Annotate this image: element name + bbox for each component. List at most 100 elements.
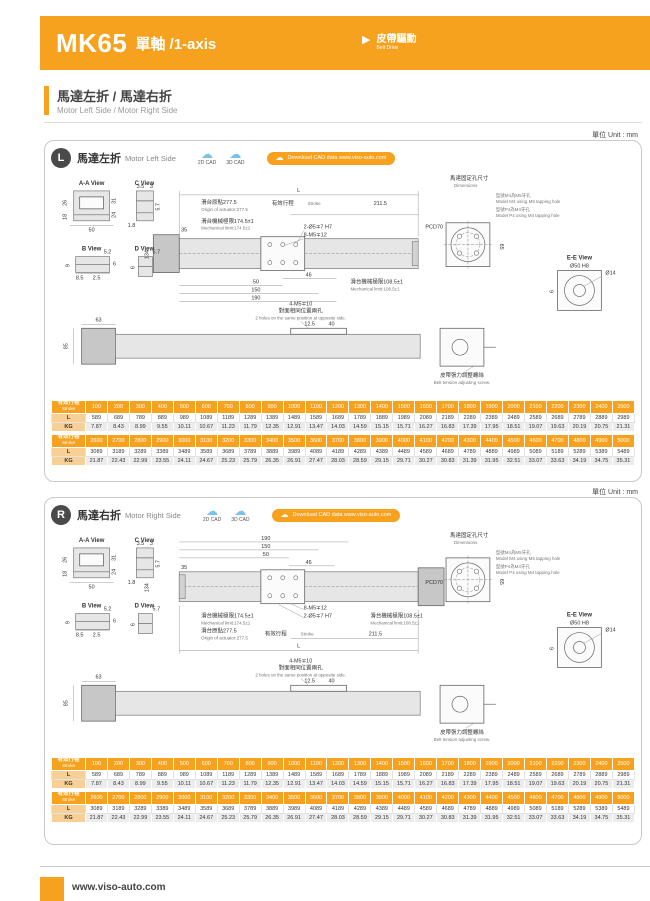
label-ee-view: E-E View [567,256,592,262]
cad-3d-button[interactable]: ☁ 3D CAD [226,148,244,166]
length-value: 3089 [85,447,108,457]
length-value: 5389 [589,447,613,457]
label-mech174-zh: 滑台機械極限174.5±1 [201,217,254,225]
stroke-value: 4300 [458,791,482,805]
length-value: 2589 [524,770,548,780]
cad-2d-label: 2D CAD [197,160,217,166]
panel-badge-l: L [51,148,71,168]
weight-value: 18.51 [502,422,526,432]
length-value: 1989 [392,413,416,423]
label-c-view: C View [135,181,155,187]
weight-value: 21.87 [85,456,108,466]
stroke-value: 1100 [304,400,328,414]
label-d125: 12.5 [304,321,315,327]
weight-value: 23.55 [150,456,174,466]
stroke-value: 300 [128,757,152,771]
weight-value: 18.51 [502,779,526,789]
length-value: 4089 [304,447,328,457]
label-d9: 9 [66,621,72,624]
stroke-value: 1000 [282,757,306,771]
stroke-value: 1900 [480,757,504,771]
row-label-l: L [51,413,86,423]
stroke-value: 3800 [348,791,372,805]
stroke-value: 3000 [172,791,196,805]
stroke-value: 1300 [348,757,372,771]
stroke-value: 4200 [436,434,460,448]
length-value: 689 [106,770,130,780]
length-value: 3489 [172,447,196,457]
weight-value: 7.87 [85,779,108,789]
length-value: 3389 [150,447,174,457]
label-c-view: C View [135,538,155,544]
label-d31: 31 [112,555,118,561]
length-value: 1589 [304,770,328,780]
unit-label: 單位 Unit : mm [592,132,638,139]
stroke-value: 1000 [282,400,306,414]
label-d190: 190 [251,295,260,301]
length-value: 1889 [370,413,394,423]
label-ee-view: E-E View [567,613,592,619]
label-d6: 6 [130,623,136,626]
length-value: 2689 [546,770,569,780]
weight-value: 28.03 [326,813,350,823]
page-header: MK65 單軸 /1-axis ▶ 皮帶驅動 Belt Drive [40,16,650,70]
length-value: 4989 [502,804,526,814]
label-aa-view: A-A View [79,538,105,544]
label-d57: 5.7 [155,560,161,568]
label-d63: 63 [96,674,102,680]
length-value: 3589 [194,447,218,457]
weight-value: 30.27 [414,813,438,823]
stroke-value: 2700 [106,434,130,448]
weight-value: 32.51 [502,456,526,466]
stroke-value: 4800 [567,791,591,805]
length-value: 4689 [436,447,460,457]
length-value: 3489 [172,804,196,814]
length-value: 3389 [150,804,174,814]
weight-value: 24.67 [194,456,218,466]
label-dL: L [297,643,300,649]
download-cad-label: Download CAD data www.viso-auto.com [287,155,387,161]
section-heading: 馬達左折 / 馬達右折 Motor Left Side / Motor Righ… [44,86,178,115]
label-stroke-val: 211.5 [369,632,382,638]
download-cad-banner[interactable]: ☁ Download CAD data www.viso-auto.com [266,151,396,165]
cad-2d-button[interactable]: ☁ 2D CAD [197,148,217,166]
stroke-value: 3700 [326,791,350,805]
label-holes-c-en: 2 holes on the same position at opposite… [255,315,346,320]
length-value: 3189 [106,447,130,457]
cad-2d-label: 2D CAD [202,517,222,523]
stroke-value: 5000 [611,434,636,448]
length-value: 2089 [414,413,438,423]
label-d63: 63 [96,317,102,323]
weight-value: 24.11 [172,456,196,466]
cad-2d-button[interactable]: ☁ 2D CAD [202,505,222,523]
stroke-value: 1500 [392,757,416,771]
cad-3d-button[interactable]: ☁ 3D CAD [231,505,249,523]
length-value: 5189 [546,804,569,814]
stroke-value: 3900 [370,791,394,805]
stroke-value: 400 [150,400,174,414]
stroke-value: 800 [238,400,262,414]
weight-value: 29.71 [392,456,416,466]
weight-value: 10.67 [194,779,218,789]
weight-value: 26.91 [282,813,306,823]
length-value: 1389 [260,770,284,780]
footer-url[interactable]: www.viso-auto.com [72,882,166,893]
stroke-value: 700 [216,400,240,414]
model-name: MK65 [56,27,128,58]
length-value: 2789 [567,413,591,423]
label-d14: Ø14 [605,628,615,634]
stroke-value: 300 [128,400,152,414]
label-pcd: PCD70 [425,225,443,231]
stroke-value: 3200 [216,434,240,448]
weight-value: 23.55 [150,813,174,823]
label-d50: 50 [89,228,95,234]
download-cad-banner[interactable]: ☁ Download CAD data www.viso-auto.com [271,508,401,522]
weight-value: 27.47 [304,813,328,823]
axis-type: 單軸 /1-axis [135,35,217,53]
length-value: 5089 [524,447,548,457]
length-value: 3889 [260,804,284,814]
